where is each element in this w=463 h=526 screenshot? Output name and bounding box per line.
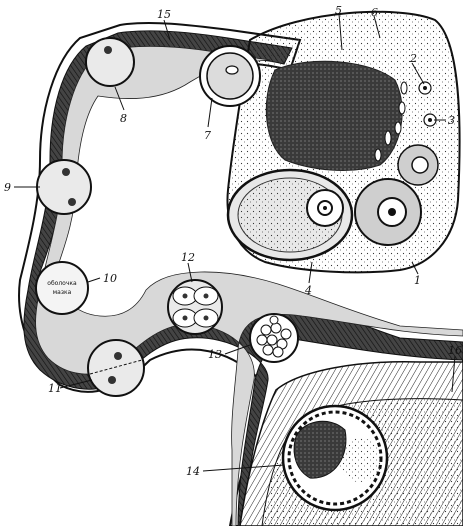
cell-oval-4 bbox=[385, 131, 391, 145]
oocyte-small-right bbox=[412, 157, 428, 173]
cell-oval-2 bbox=[399, 102, 405, 114]
egg-9 bbox=[37, 160, 91, 214]
blastomere-3-nucleus bbox=[183, 316, 188, 321]
label-6: 6 bbox=[371, 6, 378, 19]
label-1: 1 bbox=[414, 274, 421, 287]
label-16: 16 bbox=[448, 344, 462, 357]
label-14: 14 bbox=[186, 465, 200, 478]
label-11: 11 bbox=[48, 382, 62, 395]
label-7: 7 bbox=[204, 129, 211, 142]
label-12: 12 bbox=[181, 251, 195, 264]
label-2: 2 bbox=[409, 52, 417, 65]
label-3: 3 bbox=[448, 114, 455, 127]
label-13: 13 bbox=[208, 348, 222, 361]
label-5: 5 bbox=[335, 4, 342, 17]
label-4: 4 bbox=[304, 284, 312, 297]
blastocyst-cavity bbox=[338, 438, 382, 482]
primordial-follicle-2-nucleus bbox=[423, 86, 427, 90]
label-9: 9 bbox=[4, 181, 11, 194]
egg-9-pronucleus-1 bbox=[62, 168, 70, 176]
oocyte-right-nucleus bbox=[388, 208, 396, 216]
blastomere-2-nucleus bbox=[204, 294, 209, 299]
label-10: 10 bbox=[103, 272, 117, 285]
egg-11-nucleus-2 bbox=[108, 376, 116, 384]
egg-8 bbox=[86, 38, 134, 86]
cell-oval-1 bbox=[401, 82, 407, 94]
embryo-12 bbox=[168, 280, 222, 334]
cell-oval-3 bbox=[395, 122, 401, 134]
blastomere-1-nucleus bbox=[183, 294, 188, 299]
primordial-follicle-1-nucleus bbox=[428, 118, 432, 122]
egg-7-zona bbox=[207, 53, 253, 99]
label-15: 15 bbox=[157, 8, 171, 21]
egg-10 bbox=[36, 262, 88, 314]
egg-8-pronucleus bbox=[104, 46, 112, 54]
egg-9-pronucleus-2 bbox=[68, 198, 76, 206]
egg-11-nucleus-1 bbox=[114, 352, 122, 360]
blastomere-4-nucleus bbox=[204, 316, 209, 321]
label-8: 8 bbox=[120, 112, 127, 125]
cell-oval-5 bbox=[375, 149, 381, 161]
egg-7-nucleus bbox=[226, 66, 238, 74]
egg-11 bbox=[88, 340, 144, 396]
ovary-stroma bbox=[266, 61, 402, 170]
egg-10-text-line1: оболочка bbox=[47, 280, 77, 287]
egg-10-text-line2: мазка bbox=[53, 289, 72, 296]
oocyte-large-nucleolus bbox=[323, 206, 327, 210]
